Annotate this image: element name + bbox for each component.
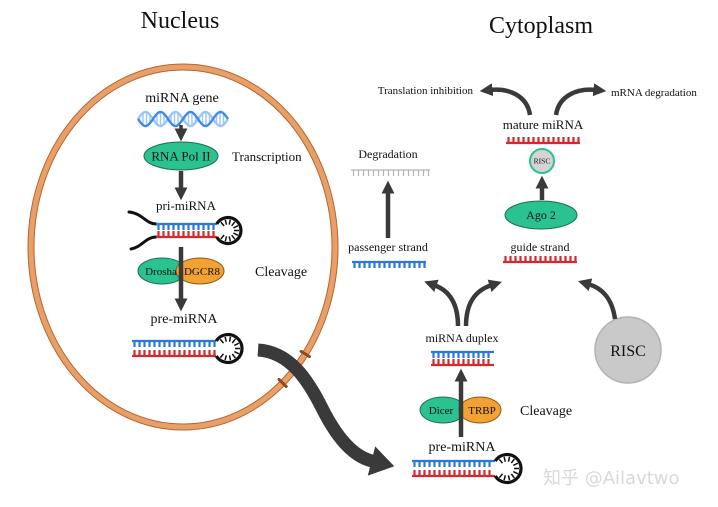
cytoplasm-title: Cytoplasm xyxy=(489,13,593,39)
pri-mirna-label: pri-miRNA xyxy=(156,198,217,213)
degradation-label: Degradation xyxy=(358,147,417,161)
helix-strand-dark xyxy=(137,110,229,128)
nuclear-pre-mirna-bottom-strand xyxy=(132,350,216,358)
translation-inhibition-label: Translation inhibition xyxy=(378,85,474,97)
dicer-label: Dicer xyxy=(429,405,454,417)
arrow-duplex-to-passenger xyxy=(424,279,461,327)
cytoplasm-pre-mirna-label: pre-miRNA xyxy=(429,440,497,455)
mrna-degradation-label: mRNA degradation xyxy=(611,87,697,99)
trbp-label: TRBP xyxy=(468,405,496,417)
pri-mirna-hairpin xyxy=(127,210,243,251)
risc-label: RISC xyxy=(610,343,646,360)
arrow-risc-to-guide xyxy=(578,278,618,320)
mirna-duplex xyxy=(431,350,494,367)
mirna-gene-label: miRNA gene xyxy=(145,91,219,106)
dgcr8-protein xyxy=(175,257,225,285)
risc-complex xyxy=(594,316,662,384)
cytoplasm-pre-mirna-loop xyxy=(493,452,523,485)
cytoplasm-cleavage-label: Cleavage xyxy=(520,404,572,419)
nuclear-pre-mirna-loop-bases xyxy=(219,336,240,361)
duplex-passenger-strand xyxy=(431,350,494,358)
nuclear-pore-lower xyxy=(277,378,288,388)
passenger-strand-label: passenger strand xyxy=(348,240,428,254)
ago2-protein xyxy=(504,200,578,230)
cytoplasm-pre-mirna-bottom-strand xyxy=(412,470,495,478)
pri-mirna-flanking-tails xyxy=(127,210,158,251)
transcription-label: Transcription xyxy=(232,149,302,164)
degraded-strand xyxy=(351,169,430,176)
nuclear-envelope-band xyxy=(28,64,338,430)
drosha-label: Drosha xyxy=(145,266,177,278)
export-arrow-head xyxy=(367,446,395,476)
cytoplasm-pre-mirna-hairpin xyxy=(412,452,523,485)
nucleus-title: Nucleus xyxy=(141,8,220,34)
nuclear-export-arrow xyxy=(257,343,395,476)
ago2-label: Ago 2 xyxy=(526,208,556,222)
pri-mirna-bottom-strand xyxy=(156,231,217,239)
nuclear-envelope xyxy=(27,63,339,431)
mature-mirna-label: mature miRNA xyxy=(503,117,584,132)
duplex-guide-strand xyxy=(431,359,494,367)
nuclear-envelope-inner-edge xyxy=(33,69,333,425)
mirna-gene-helix xyxy=(137,110,229,128)
rna-pol-ii-enzyme xyxy=(143,141,219,171)
pri-mirna-loop-bases xyxy=(220,219,239,242)
arrow-duplex-to-guide xyxy=(463,279,502,327)
arrow-to-mrna-degradation xyxy=(553,83,607,116)
nuclear-pre-mirna-loop xyxy=(214,332,244,365)
watermark: 知乎 @Ailavtwo xyxy=(543,468,680,489)
nuclear-pre-mirna-label: pre-miRNA xyxy=(151,312,219,327)
nuclear-envelope-outer-edge xyxy=(27,63,339,431)
loaded-risc-complex xyxy=(529,148,555,174)
dgcr8-label: DGCR8 xyxy=(184,266,221,278)
nuclear-pre-mirna-hairpin xyxy=(132,332,244,365)
arrow-to-translation-inhibition xyxy=(479,83,533,116)
nuclear-cleavage-label: Cleavage xyxy=(255,265,307,280)
pri-mirna-top-strand xyxy=(156,222,217,230)
nuclear-pre-mirna-top-strand xyxy=(132,339,216,347)
cytoplasm-pre-mirna-top-strand xyxy=(412,459,495,467)
rna-pol-ii-label: RNA Pol II xyxy=(151,149,210,164)
loaded-risc-label: RISC xyxy=(534,157,551,166)
guide-strand xyxy=(503,256,577,264)
export-arrow-body xyxy=(257,343,375,468)
pri-mirna-terminal-loop xyxy=(215,215,243,246)
guide-strand-label: guide strand xyxy=(511,240,570,254)
passenger-strand xyxy=(352,260,426,268)
nuclear-pore-upper xyxy=(299,349,311,359)
mature-mirna-strand xyxy=(506,137,580,145)
cytoplasm-pre-mirna-loop-bases xyxy=(498,456,519,481)
mirna-duplex-label: miRNA duplex xyxy=(425,331,498,345)
